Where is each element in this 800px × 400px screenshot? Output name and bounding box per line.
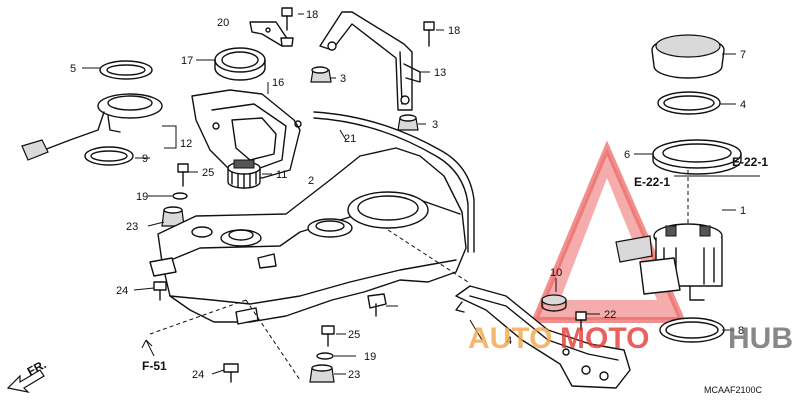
lower-bracket bbox=[455, 285, 631, 389]
front-direction-arrow: FR. bbox=[6, 357, 49, 393]
part-5-ring bbox=[99, 60, 153, 80]
part-12-fuel-level-sender bbox=[21, 93, 163, 161]
part-25-bolt-bottom bbox=[321, 325, 335, 347]
callout-10: 10 bbox=[550, 267, 562, 279]
part-3-rubber-right bbox=[397, 114, 419, 131]
callout-23-bottom: 23 bbox=[348, 369, 360, 381]
part-25-bolt-left bbox=[177, 163, 189, 187]
callout-23-left: 23 bbox=[126, 221, 138, 233]
callout-1: 1 bbox=[740, 205, 746, 217]
callout-11: 11 bbox=[276, 169, 287, 181]
callout-24-left: 24 bbox=[116, 285, 128, 297]
part-16-upper-cover bbox=[191, 89, 302, 179]
callout-5: 5 bbox=[70, 63, 76, 75]
callout-3-right: 3 bbox=[432, 119, 438, 131]
callout-6: 6 bbox=[624, 149, 630, 161]
watermark-auto: AUTO bbox=[468, 322, 552, 355]
part-19-washer-bottom bbox=[316, 352, 334, 360]
part-10-rubber bbox=[541, 294, 567, 312]
callout-7: 7 bbox=[740, 49, 746, 61]
part-6-lock-ring bbox=[652, 139, 742, 175]
callout-13: 13 bbox=[434, 67, 446, 79]
part-24-bolt-left bbox=[153, 281, 167, 301]
part-3-rubber-top bbox=[310, 66, 332, 83]
callout-2: 2 bbox=[308, 175, 314, 187]
front-arrow-label: FR. bbox=[25, 357, 49, 378]
callout-4-lower: 4 bbox=[506, 335, 512, 347]
callout-3-top: 3 bbox=[340, 73, 346, 85]
reference-labels: E-22-1 E-22-1 F-51 bbox=[141, 155, 768, 373]
part-4-ring-upper bbox=[657, 91, 721, 115]
part-19-washer-left bbox=[172, 192, 188, 200]
callout-labels: 20 18 18 17 5 3 3 13 16 12 9 21 25 11 2 … bbox=[70, 9, 746, 381]
part-24-bolt-bottom bbox=[223, 363, 239, 383]
watermark-hub: HUB bbox=[728, 322, 793, 355]
callout-19-left: 19 bbox=[136, 191, 148, 203]
callout-8: 8 bbox=[738, 325, 744, 337]
callout-17: 17 bbox=[181, 55, 193, 67]
callout-18-right: 18 bbox=[448, 25, 460, 37]
ref-e22-center: E-22-1 bbox=[634, 175, 670, 189]
part-17-gasket-ring bbox=[214, 47, 266, 81]
part-21-breather-tube bbox=[313, 111, 475, 253]
diagram-code: MCAAF2100C bbox=[704, 385, 763, 395]
part-13-tank-bracket bbox=[319, 11, 421, 111]
callout-12: 12 bbox=[180, 138, 192, 150]
part-23-grommet-bottom bbox=[309, 364, 335, 383]
part-15-clip bbox=[367, 293, 387, 317]
watermark-moto: MOTO bbox=[560, 322, 649, 355]
callout-25-left: 25 bbox=[202, 167, 214, 179]
part-1-fuel-pump-module bbox=[615, 223, 723, 301]
part-8-packing bbox=[659, 317, 725, 343]
ref-e22-right: E-22-1 bbox=[732, 155, 768, 169]
callout-20: 20 bbox=[217, 17, 229, 29]
callout-22: 22 bbox=[604, 309, 616, 321]
callout-9: 9 bbox=[142, 153, 148, 165]
callout-4-upper: 4 bbox=[740, 99, 746, 111]
part-18-bolt-top-right bbox=[423, 21, 435, 47]
ref-f51: F-51 bbox=[142, 359, 167, 373]
part-11-fuel-cap bbox=[227, 159, 261, 189]
leader-lines bbox=[82, 13, 760, 381]
callout-24-bottom: 24 bbox=[192, 369, 204, 381]
part-7-cap-cover bbox=[651, 34, 725, 79]
callout-18-left: 18 bbox=[306, 9, 318, 21]
watermark-brand-text: AUTO MOTO HUB bbox=[468, 322, 793, 355]
part-22-bolt bbox=[575, 311, 587, 331]
part-9-packing-ring bbox=[84, 146, 134, 166]
callout-21: 21 bbox=[344, 133, 356, 145]
callout-16: 16 bbox=[272, 77, 284, 89]
part-18-bolt-top-left bbox=[280, 7, 294, 47]
callout-19-bottom: 19 bbox=[364, 351, 376, 363]
callout-25-bottom: 25 bbox=[348, 329, 360, 341]
part-2-fuel-tank bbox=[149, 147, 467, 325]
